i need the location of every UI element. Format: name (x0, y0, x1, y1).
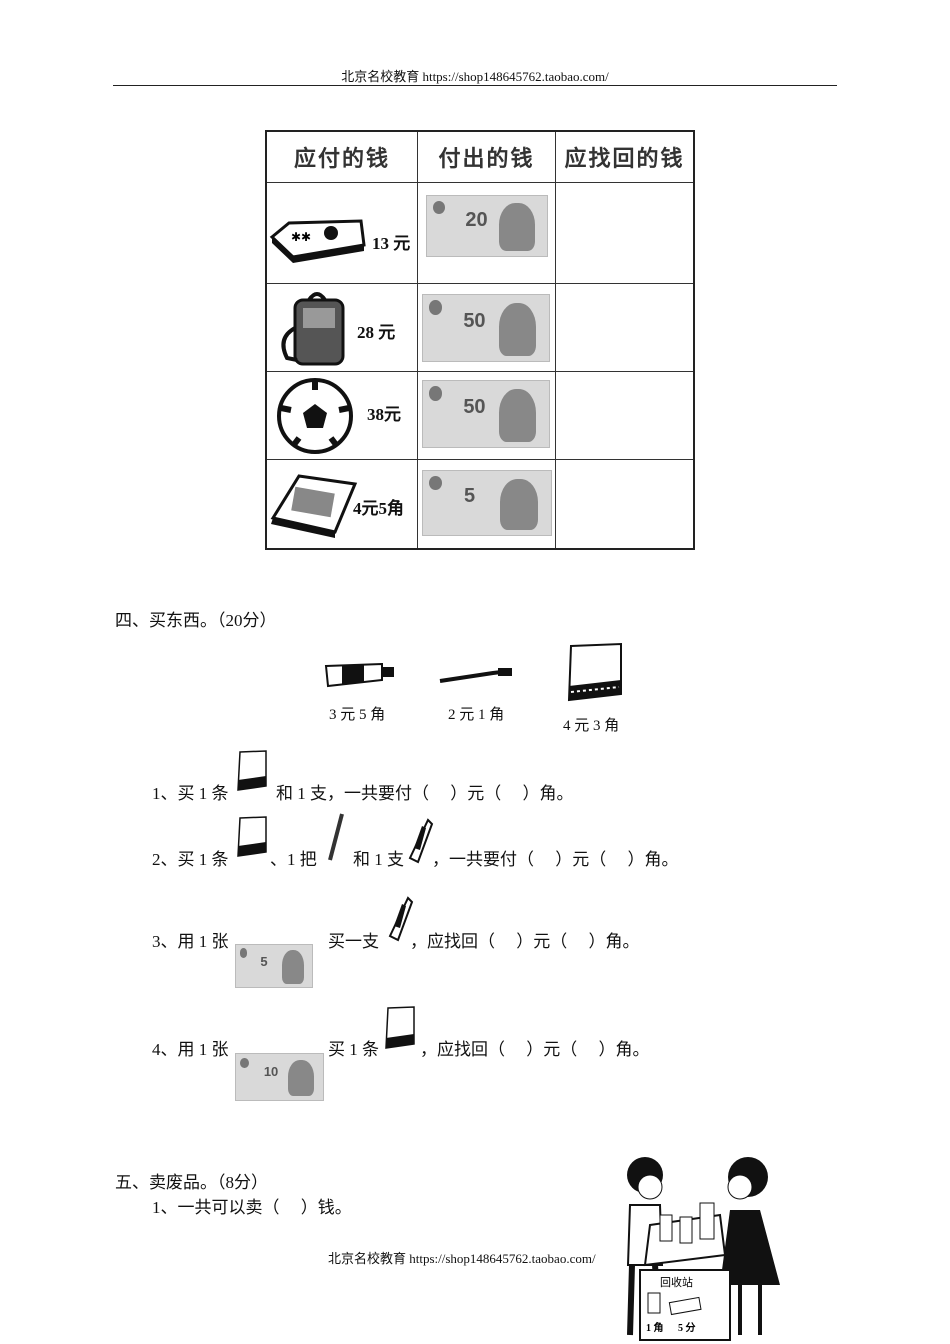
due-cell: 28 元 (265, 283, 418, 372)
toothbrush-icon (439, 668, 512, 683)
banknote-denomination: 50 (463, 395, 486, 418)
change-cell[interactable] (555, 371, 695, 460)
q3-text-b: 买一支 (328, 932, 379, 951)
section5-title: 五、卖废品。（8分） (115, 1173, 268, 1192)
price-label: 4元5角 (353, 499, 404, 518)
towel-icon (567, 642, 622, 702)
banknote-denomination: 5 (463, 485, 476, 508)
paid-cell: 20 (417, 182, 556, 284)
change-cell[interactable] (555, 182, 695, 284)
banknote-denomination: 20 (465, 209, 488, 232)
table-row: ✱✱ 13 元 20 (265, 182, 695, 284)
banknote-5: 5 (235, 944, 313, 988)
toothpaste-price: 3 元 5 角 (329, 707, 386, 723)
section5-q1: 1、一共可以卖（ ）钱。 (152, 1198, 352, 1217)
q2-text-a: 2、买 1 条 (152, 850, 229, 869)
price-label: 38元 (367, 405, 401, 424)
banknote-10: 10 (235, 1053, 324, 1101)
q2-text-b: 、1 把 (270, 850, 317, 869)
towel-icon (237, 816, 267, 857)
col-header-due: 应付的钱 (265, 130, 418, 183)
banknote-5: 5 (422, 470, 552, 536)
banknote-denomination: 5 (260, 954, 268, 970)
toothbrush-icon (328, 813, 344, 861)
table-row: 28 元 50 (265, 283, 695, 372)
q3-text-a: 3、用 1 张 (152, 932, 229, 951)
paid-cell: 50 (417, 283, 556, 372)
bottle-price: 5 分 (678, 1321, 696, 1334)
recycling-sign: 回收站 (660, 1275, 693, 1289)
table-row: 38元 50 (265, 371, 695, 460)
change-cell[interactable] (555, 283, 695, 372)
banknote-denomination: 10 (263, 1064, 279, 1080)
towel-icon (385, 1006, 415, 1049)
backpack-icon (281, 292, 345, 366)
q4-text-b: 买 1 条 (328, 1040, 379, 1059)
soccer-ball-icon (277, 378, 353, 454)
table-row: 4元5角 5 (265, 459, 695, 549)
page-footer: 北京名校教育 https://shop148645762.taobao.com/ (328, 1251, 596, 1266)
book-icon (270, 474, 358, 538)
table-header-row: 应付的钱 付出的钱 应找回的钱 (265, 130, 695, 183)
game-controller-icon: ✱✱ (269, 219, 366, 263)
towel-price: 4 元 3 角 (563, 718, 620, 734)
recycling-kids-illustration: 回收站 1 角 5 分 (626, 1157, 780, 1341)
jar-price: 1 角 (646, 1321, 664, 1334)
due-cell: 38元 (265, 371, 418, 460)
banknote-50: 50 (422, 294, 550, 362)
page-header: 北京名校教育 https://shop148645762.taobao.com/ (341, 69, 609, 84)
q1-text-b: 和 1 支，一共要付（ ）元（ ）角。 (276, 784, 574, 803)
section4-title: 四、买东西。（20分） (115, 611, 277, 630)
svg-text:✱✱: ✱✱ (291, 230, 311, 244)
toothbrush-price: 2 元 1 角 (448, 707, 505, 723)
col-header-paid: 付出的钱 (417, 130, 556, 183)
paid-cell: 50 (417, 371, 556, 460)
q2-text-c: 和 1 支 (353, 850, 404, 869)
toothpaste-icon (324, 662, 394, 688)
toothpaste-icon (408, 818, 434, 864)
due-cell: ✱✱ 13 元 (265, 182, 418, 284)
banknote-denomination: 50 (463, 309, 486, 332)
q4-text-c: ，应找回（ ）元（ ）角。 (420, 1040, 650, 1059)
q3-text-c: ，应找回（ ）元（ ）角。 (410, 932, 640, 951)
due-cell: 4元5角 (265, 459, 418, 549)
q4-text-a: 4、用 1 张 (152, 1040, 229, 1059)
change-table: 应付的钱 付出的钱 应找回的钱 ✱✱ 13 元 20 28 元 50 38元 (265, 130, 695, 550)
change-cell[interactable] (555, 459, 695, 549)
towel-icon (237, 750, 267, 791)
q1-text-a: 1、买 1 条 (152, 784, 229, 803)
banknote-20: 20 (426, 195, 548, 257)
toothpaste-icon (388, 896, 414, 942)
banknote-50: 50 (422, 380, 550, 448)
paid-cell: 5 (417, 459, 556, 549)
q2-text-d: ，一共要付（ ）元（ ）角。 (432, 850, 679, 869)
price-label: 28 元 (357, 323, 396, 342)
price-label: 13 元 (372, 234, 411, 253)
header-rule (113, 85, 837, 86)
col-header-change: 应找回的钱 (555, 130, 695, 183)
